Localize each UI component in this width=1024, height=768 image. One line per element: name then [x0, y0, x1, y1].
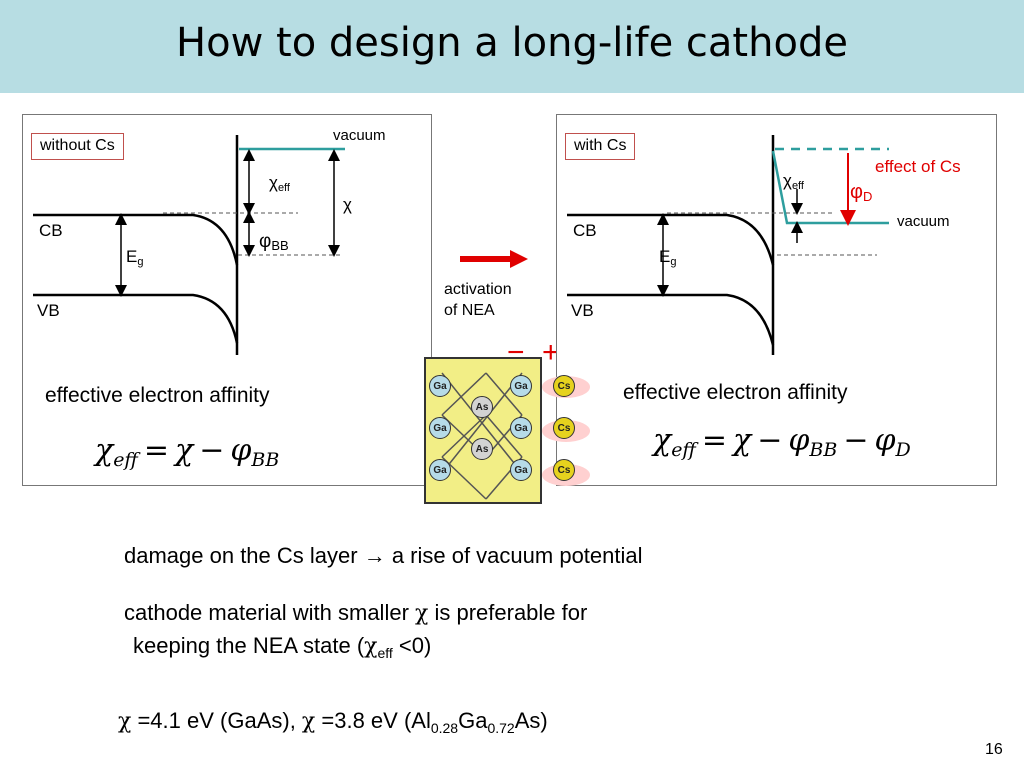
as-atom: As [471, 396, 493, 418]
phi-d-label: φD [850, 181, 873, 204]
cs-atom: Cs [553, 459, 575, 481]
chi-label: χ [343, 195, 352, 214]
chi-eff-label: χeff [269, 173, 290, 194]
vacuum-label: vacuum [333, 127, 386, 144]
formula-right: χeff=χ−φBB−φD [653, 423, 911, 461]
cs-atom: Cs [553, 417, 575, 439]
band-diagram-with-cs [567, 135, 889, 355]
cs-atom: Cs [553, 375, 575, 397]
cb-label: CB [573, 221, 597, 240]
chi-eff-label: χeff [783, 171, 804, 192]
lattice-bonds [441, 372, 523, 500]
band-diagram-without-cs [33, 135, 345, 355]
effect-of-cs-label: effect of Cs [875, 157, 961, 176]
caption-left: effective electron affinity [45, 384, 270, 407]
eg-label: Eg [659, 247, 677, 268]
ga-atom: Ga [510, 375, 532, 397]
title-bar [0, 0, 1024, 93]
ga-atom: Ga [429, 375, 451, 397]
tag-with-cs: with Cs [565, 133, 636, 160]
vb-label: VB [37, 301, 60, 320]
as-atom: As [471, 438, 493, 460]
body-line-1: damage on the Cs layer → a rise of vacuu… [124, 543, 643, 568]
conduction-band-line [33, 213, 239, 266]
valence-band-line [33, 293, 239, 344]
phi-bb-label: φBB [259, 231, 289, 253]
body-line-4: χ =4.1 eV (GaAs), χ =3.8 eV (Al0.28Ga0.7… [118, 708, 548, 736]
page-number: 16 [985, 741, 1003, 758]
cb-label: CB [39, 221, 63, 240]
valence-band-line [567, 293, 775, 346]
caption-right: effective electron affinity [623, 381, 848, 404]
body-line-2: cathode material with smaller χ is prefe… [124, 600, 588, 626]
ga-atom: Ga [510, 459, 532, 481]
body-line-3: keeping the NEA state (χeff <0) [133, 633, 432, 661]
activation-label: activation of NEA [444, 281, 512, 319]
ga-atom: Ga [429, 459, 451, 481]
page-title: How to design a long-life cathode [176, 20, 848, 66]
ga-atom: Ga [510, 417, 532, 439]
conduction-band-line [567, 213, 775, 266]
vb-label: VB [571, 301, 594, 320]
panel-with-cs: with Cs effect of Cs φD vacuum χeff CB E… [556, 114, 997, 486]
plus-sign: + [542, 336, 560, 369]
tag-without-cs: without Cs [31, 133, 124, 160]
activation-arrow-head [510, 250, 528, 268]
ga-atom: Ga [429, 417, 451, 439]
eg-label: Eg [126, 247, 144, 268]
formula-left: χeff=χ−φBB [95, 433, 280, 471]
panel-without-cs: without Cs vacuum χeff χ φBB CB Eg VB ef… [22, 114, 432, 486]
vacuum-label: vacuum [897, 213, 950, 230]
